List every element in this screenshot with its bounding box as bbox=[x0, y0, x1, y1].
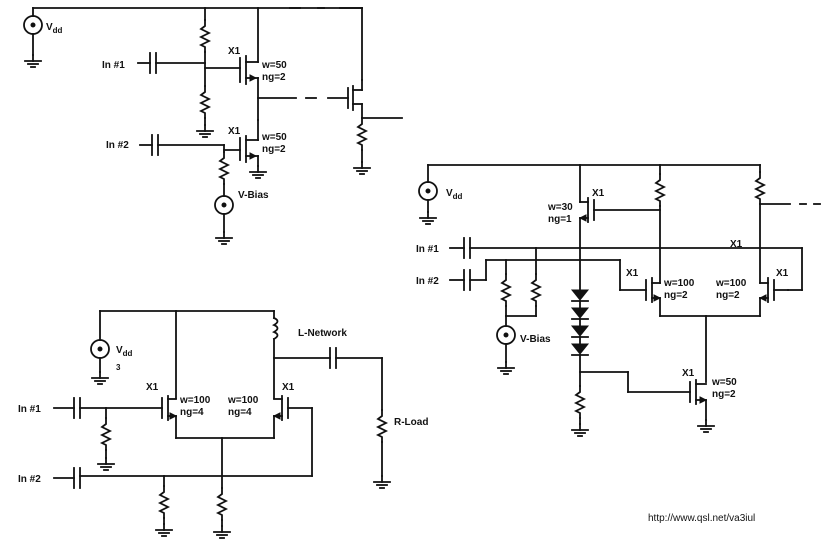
transistor-q2-c3 bbox=[758, 277, 789, 317]
in2-label-c3: In #2 bbox=[416, 276, 439, 287]
transistor-q1-c1 bbox=[239, 7, 259, 121]
q2-w-c1: w=50 bbox=[261, 132, 287, 143]
circuit-2: Vdd 3 L-Network R-Load In #1 bbox=[18, 310, 428, 539]
vdd-label-2: Vdd bbox=[116, 345, 133, 358]
circuit-3: Vdd X1 w=30 ng=1 In #1 bbox=[416, 164, 821, 437]
q1-w-c3: w=100 bbox=[663, 278, 695, 289]
q2-ng-c1: ng=2 bbox=[262, 144, 286, 155]
rload-label: R-Load bbox=[394, 417, 428, 428]
in1-label-c2: In #1 bbox=[18, 404, 41, 415]
q2-w-c2: w=100 bbox=[227, 395, 259, 406]
diode-stack-c3 bbox=[570, 289, 691, 437]
output-transistor-c1 bbox=[347, 79, 403, 175]
qtop-w-c3: w=30 bbox=[547, 202, 573, 213]
q1-w-c2: w=100 bbox=[179, 395, 211, 406]
q1-ref-c2: X1 bbox=[146, 382, 159, 393]
vdd-label-1: Vdd bbox=[46, 22, 63, 35]
qtop-ng-c3: ng=1 bbox=[548, 214, 572, 225]
q1-ng-c3: ng=2 bbox=[664, 290, 688, 301]
qtop-ref-c3: X1 bbox=[592, 188, 605, 199]
transistor-q2-c1 bbox=[239, 119, 267, 179]
vdd-source-1 bbox=[23, 7, 363, 68]
in1-label-c3: In #1 bbox=[416, 244, 439, 255]
q1-w-c1: w=50 bbox=[261, 60, 287, 71]
vbias-label-c3: V-Bias bbox=[520, 334, 551, 345]
vdd-num-2: 3 bbox=[116, 363, 121, 372]
x1-top-c3: X1 bbox=[730, 239, 743, 250]
q1-ng-c2: ng=4 bbox=[180, 407, 204, 418]
vbias-label-c1: V-Bias bbox=[238, 190, 269, 201]
transistor-q1-c2 bbox=[161, 395, 178, 439]
in2-label-c2: In #2 bbox=[18, 474, 41, 485]
in2-label-c1: In #2 bbox=[106, 140, 129, 151]
transistor-q2-c2 bbox=[272, 395, 313, 477]
in1-label-c1: In #1 bbox=[102, 60, 125, 71]
circuit-1: Vdd In #1 X1 w=50 ng=2 bbox=[23, 7, 403, 245]
q2-ng-c3: ng=2 bbox=[716, 290, 740, 301]
q3-w-c3: w=50 bbox=[711, 377, 737, 388]
lnet-label: L-Network bbox=[298, 328, 347, 339]
q2-ng-c2: ng=4 bbox=[228, 407, 252, 418]
q3-ng-c3: ng=2 bbox=[712, 389, 736, 400]
vdd-source-2 bbox=[90, 310, 275, 385]
q3-ref-c3: X1 bbox=[682, 368, 695, 379]
transistor-q3-c3 bbox=[689, 379, 715, 433]
q2-ref-c2: X1 bbox=[282, 382, 295, 393]
q1-ref-c1: X1 bbox=[228, 46, 241, 57]
q1-ng-c1: ng=2 bbox=[262, 72, 286, 83]
q2-ref-c1: X1 bbox=[228, 126, 241, 137]
q2-ref-c3: X1 bbox=[776, 268, 789, 279]
q1-ref-c3: X1 bbox=[626, 268, 639, 279]
vdd-label-3: Vdd bbox=[446, 188, 463, 201]
footer-url: http://www.qsl.net/va3iul bbox=[648, 513, 756, 524]
transistor-q1-c3 bbox=[645, 277, 662, 317]
vbias-source-c1 bbox=[214, 195, 234, 245]
transistor-qtop-c3 bbox=[578, 164, 661, 291]
vbias-source-c3 bbox=[496, 325, 516, 375]
vdd-source-3 bbox=[418, 164, 761, 225]
q2-w-c3: w=100 bbox=[715, 278, 747, 289]
